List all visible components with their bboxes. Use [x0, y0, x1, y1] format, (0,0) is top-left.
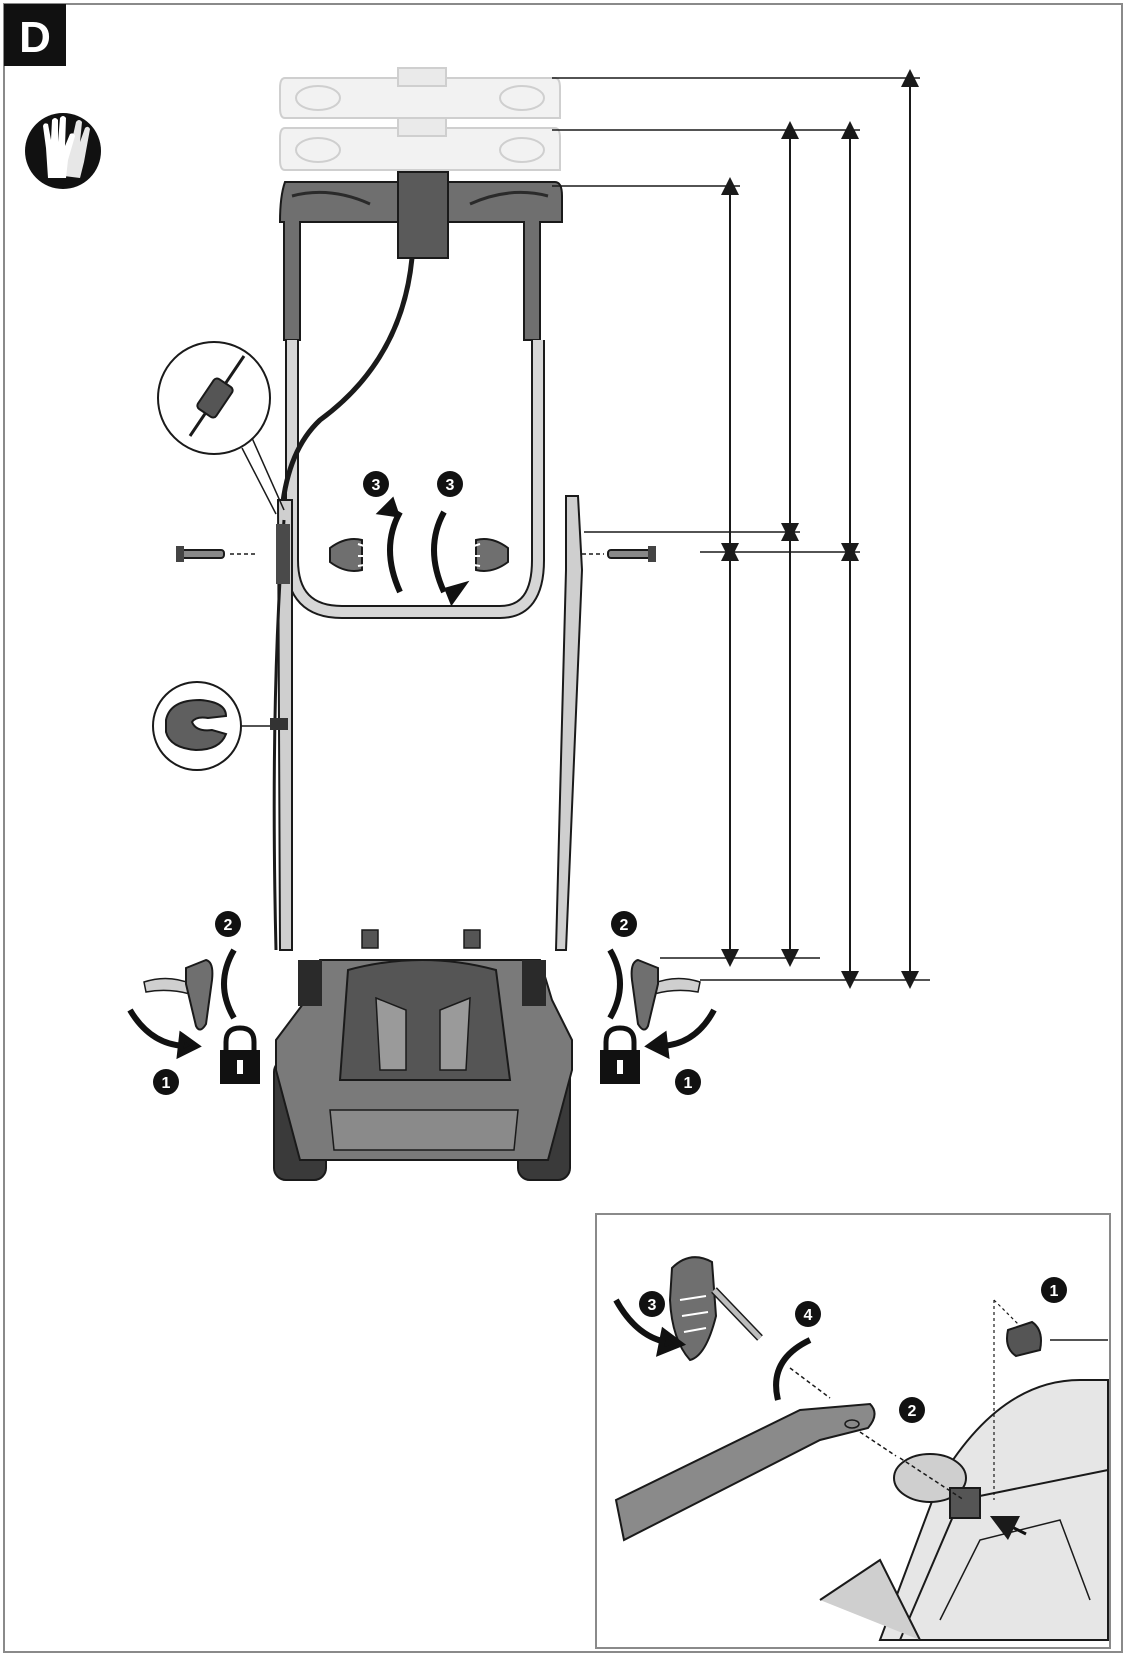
lock-icon — [220, 1025, 260, 1084]
section-label: D — [4, 4, 66, 66]
lower-knob-left — [143, 958, 214, 1031]
rotate-arrow-right — [431, 510, 470, 607]
rotate-arrow-step2-right — [607, 948, 623, 1020]
bolt-left — [176, 546, 258, 562]
page-frame — [3, 3, 1123, 1653]
svg-text:1: 1 — [684, 1075, 693, 1092]
inset-step-badge-4: 4 — [795, 1301, 821, 1327]
lower-handle-right — [554, 495, 584, 951]
lower-knob-right — [630, 958, 701, 1031]
knob-icon — [668, 1256, 763, 1362]
knob-left — [329, 538, 372, 572]
dimension-lines — [552, 69, 930, 989]
lock-icon — [600, 1025, 640, 1084]
inset-step-badge-2: 2 — [899, 1397, 925, 1423]
inset-rotate-arrow-4 — [773, 1337, 812, 1401]
inset-step-badge-1: 1 — [1041, 1277, 1067, 1303]
rotate-arrow-step1-right — [644, 1008, 717, 1060]
svg-text:3: 3 — [648, 1297, 657, 1314]
inset-rotate-arrow-3 — [613, 1298, 687, 1357]
inset-guide-lines — [789, 1367, 965, 1501]
step-badge-3-right: 3 — [437, 471, 463, 497]
step-badge-1-left: 1 — [153, 1069, 179, 1095]
svg-text:2: 2 — [908, 1403, 917, 1420]
svg-text:D: D — [19, 13, 51, 62]
connector-callout — [157, 341, 285, 515]
mower-body — [273, 929, 573, 1181]
inset-clip — [993, 1299, 1042, 1500]
svg-text:1: 1 — [1050, 1283, 1059, 1300]
svg-text:3: 3 — [372, 477, 381, 494]
svg-text:3: 3 — [446, 477, 455, 494]
cable-clip-callout — [152, 681, 288, 771]
gloves-icon — [25, 113, 101, 189]
step-badge-1-right: 1 — [675, 1069, 701, 1095]
handle-ghost-middle — [279, 117, 561, 171]
mower-handle — [278, 171, 563, 619]
connector-icon — [188, 355, 246, 437]
svg-text:4: 4 — [804, 1307, 813, 1324]
svg-text:2: 2 — [224, 917, 233, 934]
step-badge-2-left: 2 — [215, 911, 241, 937]
bolt-right — [582, 546, 656, 562]
inset-detail: 1 2 3 4 — [595, 1213, 1111, 1649]
cable-clip-icon — [165, 698, 228, 752]
knob-right — [466, 538, 509, 572]
step-badge-2-right: 2 — [611, 911, 637, 937]
rotate-arrow-step2-left — [221, 948, 237, 1020]
step-badge-3-left: 3 — [363, 471, 389, 497]
svg-text:1: 1 — [162, 1075, 171, 1092]
rotate-arrow-step1-left — [127, 1008, 202, 1060]
handle-ghost-top — [279, 67, 561, 119]
rotate-arrow-left — [375, 496, 403, 594]
inset-handle-tube — [614, 1402, 876, 1542]
svg-text:2: 2 — [620, 917, 629, 934]
inset-step-badge-3: 3 — [639, 1291, 665, 1317]
